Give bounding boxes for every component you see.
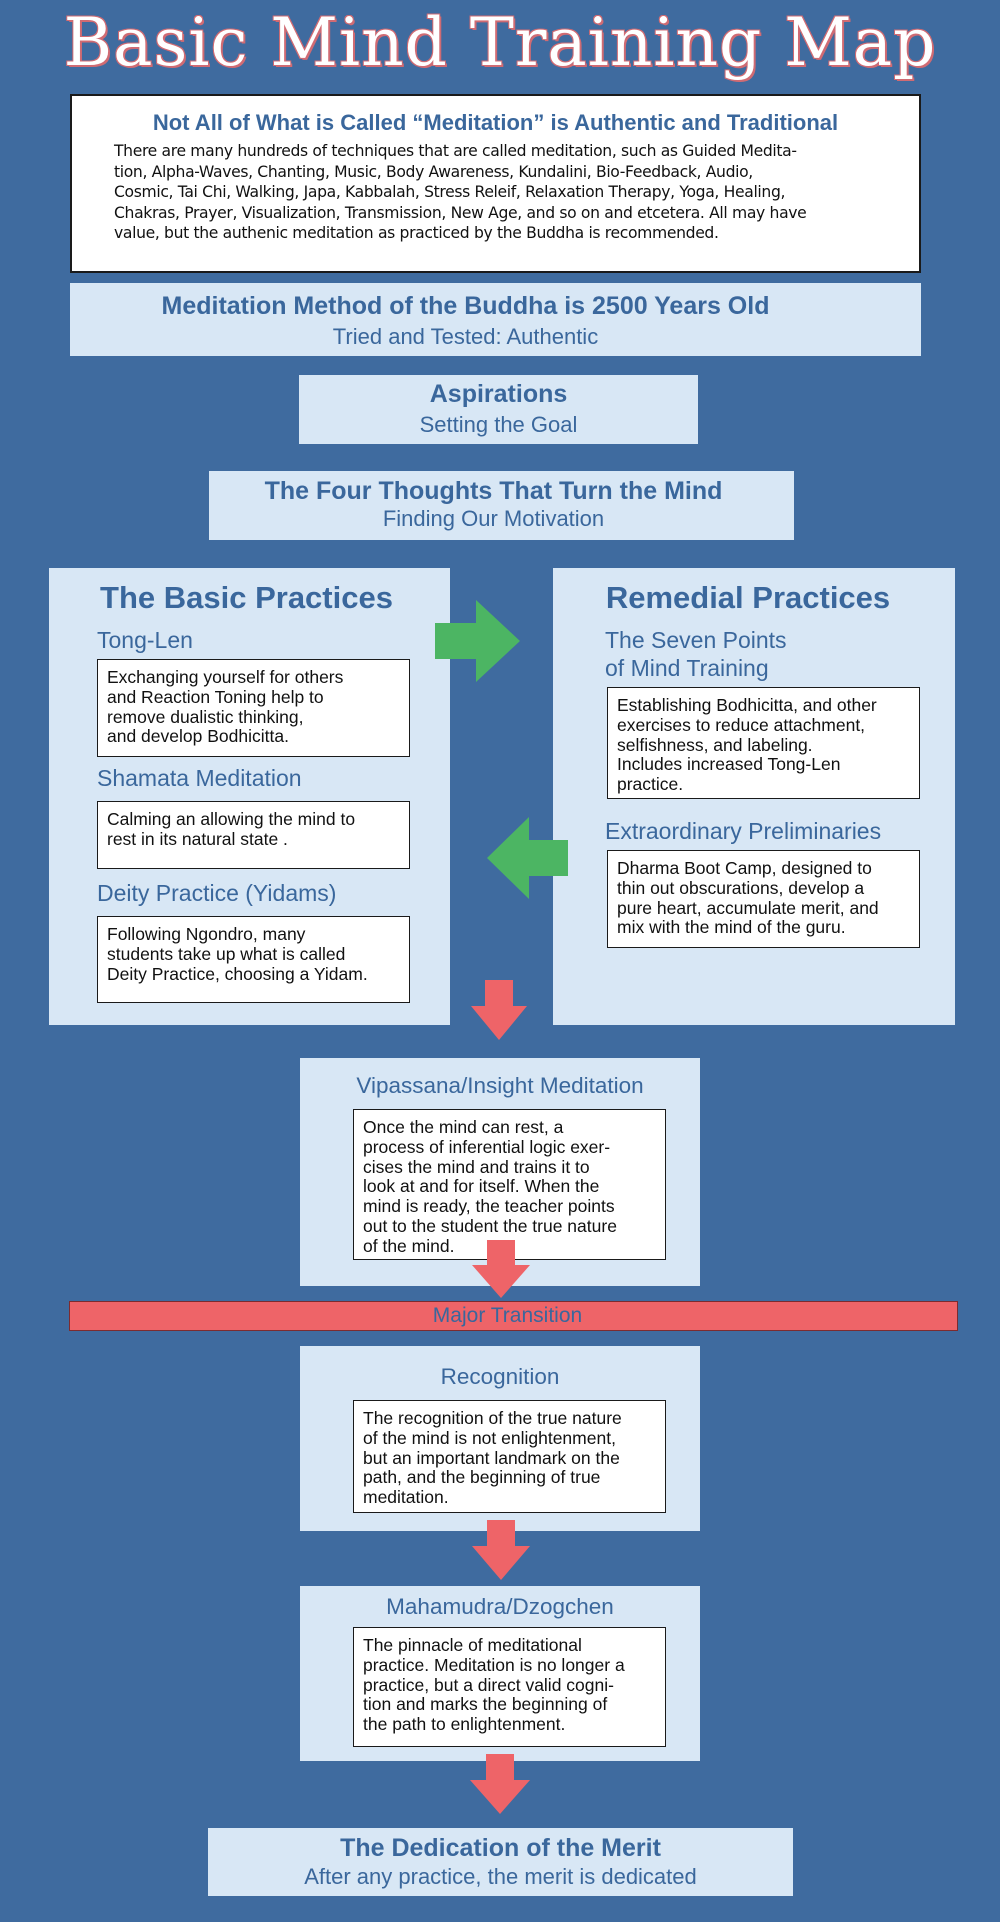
deity-text: Following Ngondro, many students take up… bbox=[97, 916, 410, 1003]
red-arrow-down-shape bbox=[472, 1240, 530, 1298]
four-thoughts-heading: The Four Thoughts That Turn the Mind bbox=[264, 477, 723, 505]
four-thoughts-box: The Four Thoughts That Turn the Mind Fin… bbox=[209, 471, 794, 540]
method-box: Meditation Method of the Buddha is 2500 … bbox=[70, 283, 921, 356]
remedial-practices-heading: Remedial Practices bbox=[605, 580, 891, 615]
major-transition-bar: Major Transition bbox=[69, 1301, 958, 1331]
recognition-text: The recognition of the true nature of th… bbox=[353, 1400, 666, 1513]
arrow-down-icon bbox=[470, 1754, 530, 1814]
green-arrow-left-shape bbox=[487, 817, 568, 899]
tonglen-text: Exchanging yourself for others and React… bbox=[97, 659, 410, 757]
seven-points-title: The Seven Points of Mind Training bbox=[605, 627, 787, 681]
page-title: Basic Mind Training Map bbox=[63, 4, 937, 81]
basic-practices-panel: The Basic Practices Tong-Len Exchanging … bbox=[49, 568, 450, 1025]
dedication-sub: After any practice, the merit is dedicat… bbox=[304, 1864, 697, 1889]
aspirations-heading: Aspirations bbox=[429, 380, 568, 408]
intro-heading: Not All of What is Called “Meditation” i… bbox=[152, 110, 839, 135]
green-arrow-right-shape bbox=[435, 600, 520, 682]
arrow-down-icon bbox=[471, 980, 527, 1040]
arrow-down-icon bbox=[472, 1520, 530, 1580]
dedication-box: The Dedication of the Merit After any pr… bbox=[208, 1828, 793, 1896]
remedial-practices-panel: Remedial Practices The Seven Points of M… bbox=[553, 568, 955, 1025]
extraordinary-text: Dharma Boot Camp, designed to thin out o… bbox=[607, 850, 920, 948]
intro-text: There are many hundreds of techniques th… bbox=[114, 142, 807, 242]
aspirations-box: Aspirations Setting the Goal bbox=[299, 375, 698, 444]
mahamudra-panel: Mahamudra/Dzogchen The pinnacle of medit… bbox=[300, 1586, 700, 1761]
extraordinary-title: Extraordinary Preliminaries bbox=[605, 818, 882, 844]
major-transition-label: Major Transition bbox=[432, 1304, 583, 1327]
method-heading: Meditation Method of the Buddha is 2500 … bbox=[161, 292, 770, 320]
four-thoughts-sub: Finding Our Motivation bbox=[382, 506, 605, 531]
vipassana-panel: Vipassana/Insight Meditation Once the mi… bbox=[300, 1058, 700, 1286]
basic-practices-heading: The Basic Practices bbox=[100, 580, 393, 615]
vipassana-text: Once the mind can rest, a process of inf… bbox=[353, 1109, 666, 1260]
shamata-text: Calming an allowing the mind to rest in … bbox=[97, 801, 410, 869]
vipassana-title: Vipassana/Insight Meditation bbox=[356, 1073, 644, 1098]
red-arrow-down-shape bbox=[472, 1520, 530, 1580]
intro-box: Not All of What is Called “Meditation” i… bbox=[70, 94, 921, 273]
red-arrow-down-shape bbox=[470, 1754, 530, 1814]
aspirations-sub: Setting the Goal bbox=[419, 412, 578, 437]
mahamudra-title: Mahamudra/Dzogchen bbox=[386, 1594, 614, 1619]
tonglen-title: Tong-Len bbox=[97, 627, 193, 653]
arrow-left-icon bbox=[487, 817, 568, 899]
shamata-title: Shamata Meditation bbox=[97, 765, 302, 791]
red-arrow-down-shape bbox=[471, 980, 527, 1040]
method-sub: Tried and Tested: Authentic bbox=[332, 324, 599, 349]
dedication-heading: The Dedication of the Merit bbox=[340, 1834, 661, 1862]
seven-points-text: Establishing Bodhicitta, and other exerc… bbox=[607, 687, 920, 799]
deity-title: Deity Practice (Yidams) bbox=[97, 880, 337, 906]
mahamudra-text: The pinnacle of meditational practice. M… bbox=[353, 1627, 666, 1747]
arrow-right-icon bbox=[435, 600, 520, 682]
recognition-title: Recognition bbox=[440, 1364, 560, 1389]
arrow-down-icon bbox=[472, 1240, 530, 1298]
recognition-panel: Recognition The recognition of the true … bbox=[300, 1346, 700, 1531]
